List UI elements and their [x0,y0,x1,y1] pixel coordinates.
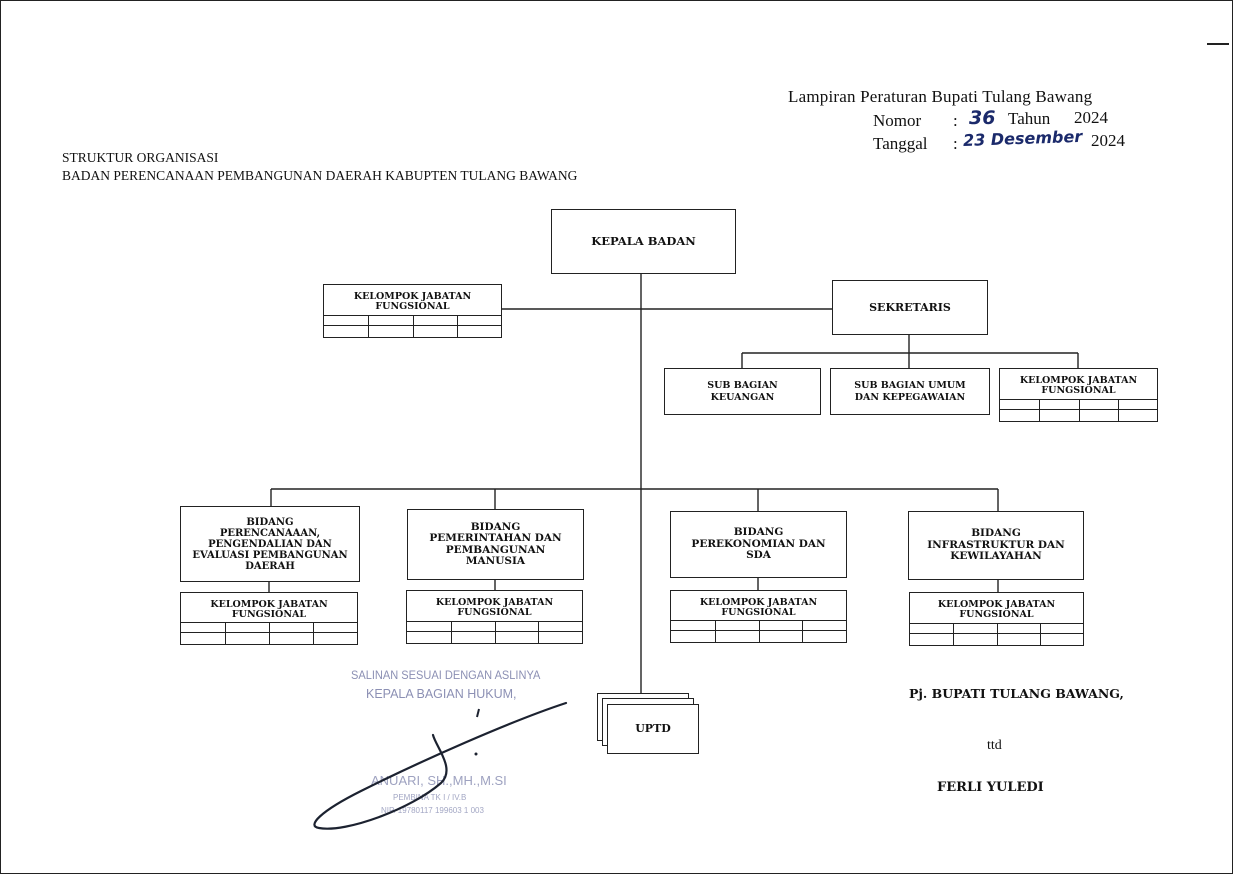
jf-sek-line2: FUNGSIONAL [1041,385,1116,396]
sig-title: Pj. BUPATI TULANG BAWANG, [909,686,1124,701]
sekretaris-label: SEKRETARIS [869,300,951,314]
bidang3-line3: SDA [746,549,771,562]
bidang2-line1: BIDANG [470,520,521,533]
bidang1-line3: PENGENDALIAN DAN [208,538,332,550]
bidang2-line3: PEMBANGUNAN [445,543,546,556]
bidang4-line3: KEWILAYAHAN [950,550,1042,563]
sig-ttd: ttd [987,738,1002,753]
bidang1-line4: EVALUASI PEMBANGUNAN [192,549,348,561]
stamp-rank: PEMBINA TK I / IV.B [393,793,467,802]
bidang4-line2: INFRASTRUKTUR DAN [927,538,1065,551]
box-jf-bidang3: KELOMPOK JABATAN FUNGSIONAL [670,590,847,643]
sub-keuangan-line2: KEUANGAN [710,391,775,403]
lampiran-title: Lampiran Peraturan Bupati Tulang Bawang [788,87,1093,106]
sub-keuangan-line1: SUB BAGIAN [707,380,778,391]
heading-line1: STRUKTUR ORGANISASI [62,150,219,165]
signature-scribble [313,701,568,830]
kepala-badan-label: KEPALA BADAN [591,233,696,248]
sub-umum-line1: SUB BAGIAN UMUM [854,380,966,391]
uptd-label: UPTD [635,722,671,736]
edge-mark [1207,43,1229,45]
box-kepala-badan: KEPALA BADAN [551,209,736,274]
bidang3-line2: PEREKONOMIAN DAN [691,537,826,550]
box-uptd: UPTD [607,704,699,754]
jf-b1-line2: FUNGSIONAL [231,609,307,620]
stamp-line1: SALINAN SESUAI DENGAN ASLINYA [351,668,541,682]
box-sub-keuangan: SUB BAGIAN KEUANGAN [664,368,821,415]
sub-umum-line2: DAN KEPEGAWAIAN [854,391,966,403]
jf-b4-line2: FUNGSIONAL [959,609,1034,620]
jf-b1-line1: KELOMPOK JABATAN [210,599,328,610]
nomor-value: 36 [969,107,996,129]
sig-name: FERLI YULEDI [937,780,1044,795]
box-sub-umum: SUB BAGIAN UMUM DAN KEPEGAWAIAN [830,368,990,415]
bidang1-line5: DAERAH [245,560,295,572]
bidang2-line2: PEMERINTAHAN DAN [429,532,562,544]
box-bidang-pemerintahan: BIDANG PEMERINTAHAN DAN PEMBANGUNAN MANU… [407,509,584,580]
nomor-label: Nomor [873,111,922,130]
jf-top-line2: FUNGSIONAL [375,301,450,312]
stamp-line2: KEPALA BAGIAN HUKUM, [366,687,517,701]
box-jf-top: KELOMPOK JABATAN FUNGSIONAL [323,284,502,338]
jf-b3-line2: FUNGSIONAL [721,607,796,618]
heading-line2: BADAN PERENCANAAN PEMBANGUNAN DAERAH KAB… [62,168,578,183]
tanggal-year: 2024 [1091,131,1125,150]
nomor-colon: : [953,111,958,130]
box-sekretaris: SEKRETARIS [832,280,988,335]
jf-sek-line1: KELOMPOK JABATAN [1019,375,1138,386]
jf-top-line1: KELOMPOK JABATAN [353,291,472,302]
bidang3-line1: BIDANG [733,526,784,539]
tanggal-label: Tanggal [873,134,928,153]
bidang2-line4: MANUSIA [465,555,526,567]
tahun-value: 2024 [1074,108,1108,127]
bidang1-line1: BIDANG [246,516,294,528]
box-jf-bidang4: KELOMPOK JABATAN FUNGSIONAL [909,592,1084,646]
bidang1-line2: PERENCANAAAN, [219,527,321,539]
stamp-name: ANUARI, SH.,MH.,M.SI [371,773,507,788]
box-jf-bidang1: KELOMPOK JABATAN FUNGSIONAL [180,592,358,645]
box-jf-sekretaris: KELOMPOK JABATAN FUNGSIONAL [999,368,1158,422]
stamp-nip: NIP. 19780117 199603 1 003 [381,806,484,815]
jf-b4-line1: KELOMPOK JABATAN [937,599,1056,610]
tahun-label: Tahun [1008,109,1051,128]
bidang4-line1: BIDANG [971,527,1021,540]
tanggal-colon: : [953,134,958,153]
jf-b2-line1: KELOMPOK JABATAN [435,597,554,608]
box-bidang-perekonomian: BIDANG PEREKONOMIAN DAN SDA [670,511,847,578]
box-jf-bidang2: KELOMPOK JABATAN FUNGSIONAL [406,590,583,644]
box-bidang-infrastruktur: BIDANG INFRASTRUKTUR DAN KEWILAYAHAN [908,511,1084,580]
jf-b3-line1: KELOMPOK JABATAN [699,597,818,608]
jf-b2-line2: FUNGSIONAL [457,607,532,618]
box-bidang-perencanaan: BIDANG PERENCANAAAN, PENGENDALIAN DAN EV… [180,506,360,582]
